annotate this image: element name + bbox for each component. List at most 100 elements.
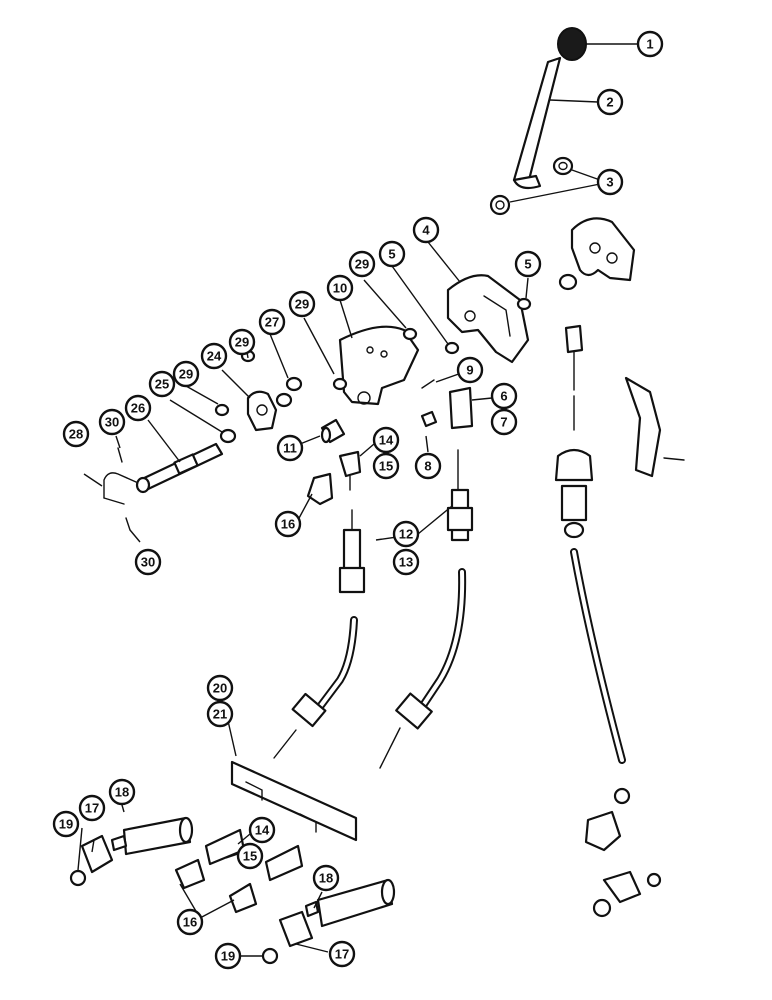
- cable-block-6-7: [448, 386, 474, 430]
- retaining-u-pin: [103, 447, 137, 531]
- callout-6: 6: [490, 382, 518, 410]
- callout-29-a: 29: [348, 250, 376, 278]
- callout-13: 13: [392, 548, 420, 576]
- callout-21: 21: [206, 700, 234, 728]
- svg-text:5: 5: [388, 247, 395, 262]
- callout-5-left: 5: [378, 240, 406, 268]
- svg-text:14: 14: [379, 433, 394, 448]
- svg-text:9: 9: [466, 363, 473, 378]
- pivot-block: [246, 390, 278, 432]
- callout-26: 26: [124, 394, 152, 422]
- callout-10: 10: [326, 274, 354, 302]
- callout-29-d: 29: [172, 360, 200, 388]
- svg-text:17: 17: [85, 801, 99, 816]
- mounting-plate: [230, 760, 358, 842]
- svg-text:27: 27: [265, 315, 279, 330]
- callout-1: 1: [636, 30, 664, 58]
- callout-30-upper: 30: [98, 408, 126, 436]
- lever-bracket: [570, 217, 636, 282]
- callout-11: 11: [276, 434, 304, 462]
- callout-29-c: 29: [228, 328, 256, 356]
- control-cable-left: [273, 509, 366, 759]
- control-cable-right: [379, 449, 474, 769]
- callout-24: 24: [200, 342, 228, 370]
- callout-3: 3: [596, 168, 624, 196]
- callout-14-upper: 14: [372, 426, 400, 454]
- svg-text:17: 17: [335, 947, 349, 962]
- svg-text:4: 4: [422, 223, 430, 238]
- leader-lines: [77, 43, 638, 957]
- svg-text:21: 21: [213, 707, 227, 722]
- svg-text:20: 20: [213, 681, 227, 696]
- latch-bracket: [624, 376, 685, 478]
- svg-text:13: 13: [399, 555, 413, 570]
- svg-text:29: 29: [355, 257, 369, 272]
- callout-18-upper: 18: [108, 778, 136, 806]
- svg-text:8: 8: [424, 459, 431, 474]
- svg-text:2: 2: [606, 95, 613, 110]
- callout-2: 2: [596, 88, 624, 116]
- svg-text:14: 14: [255, 823, 270, 838]
- lower-right-lever: [592, 870, 662, 918]
- svg-text:29: 29: [179, 367, 193, 382]
- svg-text:29: 29: [235, 335, 249, 350]
- svg-text:16: 16: [281, 517, 295, 532]
- svg-text:5: 5: [524, 257, 531, 272]
- svg-text:16: 16: [183, 915, 197, 930]
- lever-washer: [489, 156, 574, 216]
- svg-text:25: 25: [155, 377, 169, 392]
- callout-5-right: 5: [514, 250, 542, 278]
- callout-16-lower: 16: [176, 908, 204, 936]
- callout-4: 4: [412, 216, 440, 244]
- callout-19-lower: 19: [214, 942, 242, 970]
- svg-text:15: 15: [379, 459, 393, 474]
- svg-text:24: 24: [207, 349, 222, 364]
- callout-30-lower: 30: [134, 548, 162, 576]
- callout-18-lower: 18: [312, 864, 340, 892]
- svg-text:19: 19: [59, 817, 73, 832]
- callout-27: 27: [258, 308, 286, 336]
- svg-text:18: 18: [115, 785, 129, 800]
- pin-8: [420, 410, 438, 428]
- svg-text:30: 30: [141, 555, 155, 570]
- callout-25: 25: [148, 370, 176, 398]
- gate-plate: [446, 274, 530, 364]
- callout-7: 7: [490, 408, 518, 436]
- clip-16: [306, 472, 334, 506]
- svg-text:29: 29: [295, 297, 309, 312]
- callout-14-lower: 14: [248, 816, 276, 844]
- callout-20: 20: [206, 674, 234, 702]
- svg-text:15: 15: [243, 849, 257, 864]
- gear-lever-handle: [512, 27, 587, 190]
- svg-text:6: 6: [500, 389, 507, 404]
- pin-9: [421, 379, 435, 389]
- linkage-rod-assembly: [554, 324, 631, 852]
- callout-17-lower: 17: [328, 940, 356, 968]
- callout-16-upper: 16: [274, 510, 302, 538]
- callout-12: 12: [392, 520, 420, 548]
- callout-28: 28: [62, 420, 90, 448]
- callout-29-b: 29: [288, 290, 316, 318]
- svg-text:30: 30: [105, 415, 119, 430]
- shaft-lower-middle: [261, 878, 396, 965]
- callout-8: 8: [414, 452, 442, 480]
- clevis-14-15: [338, 450, 362, 491]
- callout-9: 9: [456, 356, 484, 384]
- callout-15-lower: 15: [236, 842, 264, 870]
- svg-text:28: 28: [69, 427, 83, 442]
- svg-text:12: 12: [399, 527, 413, 542]
- svg-text:10: 10: [333, 281, 347, 296]
- svg-text:7: 7: [500, 415, 507, 430]
- callout-19-upper: 19: [52, 810, 80, 838]
- callout-17-upper: 17: [78, 794, 106, 822]
- svg-text:11: 11: [283, 441, 297, 456]
- svg-text:26: 26: [131, 401, 145, 416]
- svg-text:3: 3: [606, 175, 613, 190]
- svg-text:1: 1: [646, 37, 653, 52]
- callout-15-upper: 15: [372, 452, 400, 480]
- svg-text:18: 18: [319, 871, 333, 886]
- svg-text:19: 19: [221, 949, 235, 964]
- pivot-shaft: [135, 442, 224, 494]
- spacer-bushing: [320, 418, 346, 444]
